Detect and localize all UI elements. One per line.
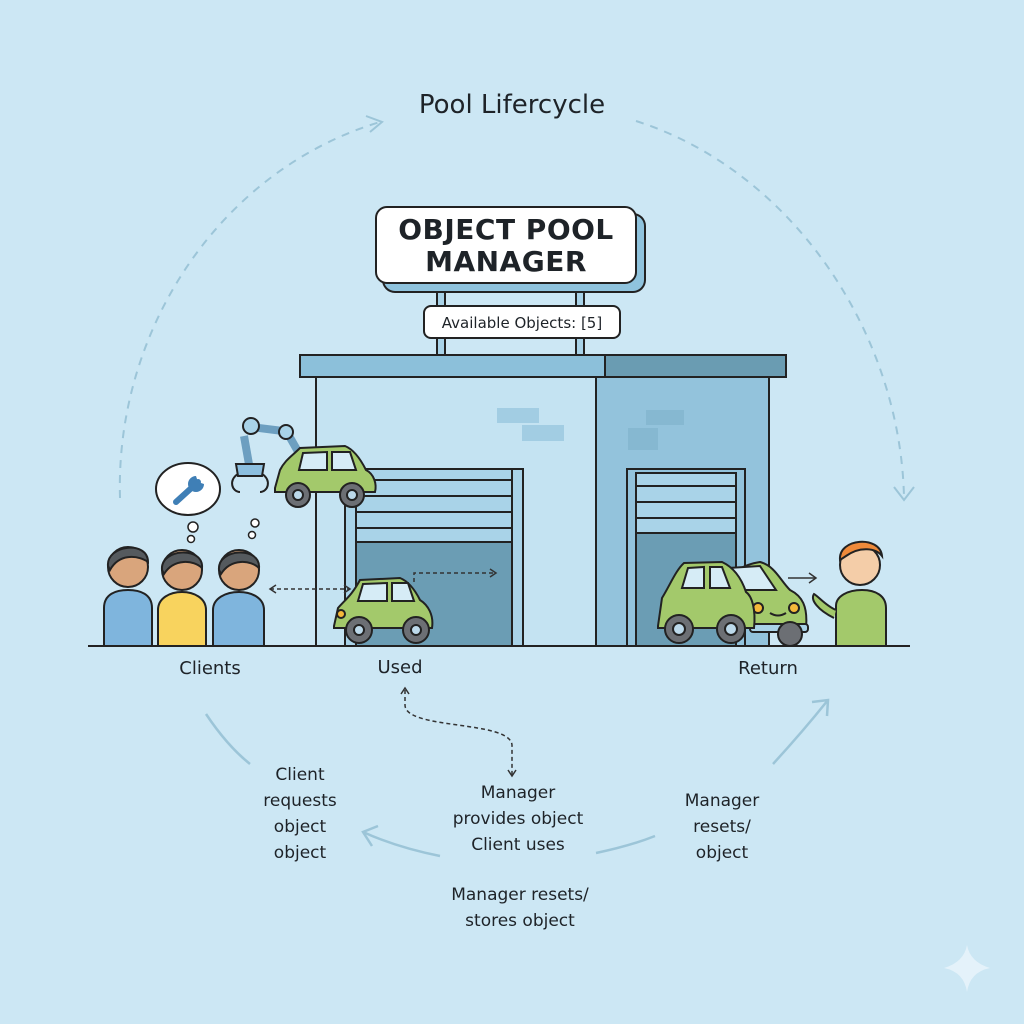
sparkle-icon xyxy=(944,945,990,992)
car-returned-front xyxy=(657,560,756,644)
arrow-head-icon xyxy=(365,115,384,133)
thought-bubble xyxy=(155,462,260,544)
used-link-arrow xyxy=(404,690,513,775)
cycle-arrow-top-left xyxy=(118,121,381,499)
cycle-arrow-top-right xyxy=(635,120,905,498)
cycle-arrow-right xyxy=(772,699,829,765)
car-returned-back xyxy=(719,560,809,647)
stage-used-label: Used xyxy=(377,657,423,678)
caption-manager-provides: Manager provides object Client uses xyxy=(452,783,584,855)
pool-manager-sign: OBJECT POOL MANAGER xyxy=(375,206,637,284)
returning-person xyxy=(812,540,887,647)
stage-clients-label: Clients xyxy=(179,658,241,679)
available-objects-badge: Available Objects: [5] xyxy=(423,305,621,339)
clients-group xyxy=(103,546,265,647)
stage-return-label: Return xyxy=(738,658,798,679)
arrow-head-icon xyxy=(893,486,915,502)
car-lifted xyxy=(274,444,377,508)
caption-manager-resets: Manager resets/ object xyxy=(684,791,760,863)
wrench-icon xyxy=(173,476,204,505)
sign-line-2: MANAGER xyxy=(425,245,587,278)
cycle-arrow-bottom xyxy=(362,830,441,858)
cycle-arrow-lower-left xyxy=(204,713,251,765)
caption-client-requests: Client requests object object xyxy=(263,765,337,863)
sign-line-1: OBJECT POOL xyxy=(398,213,614,246)
page-title: Pool Lifercycle xyxy=(418,90,606,120)
caption-manager-stores: Manager resets/ stores object xyxy=(451,885,589,931)
cycle-arrow-bottom-right xyxy=(595,834,656,855)
car-used xyxy=(333,576,434,644)
